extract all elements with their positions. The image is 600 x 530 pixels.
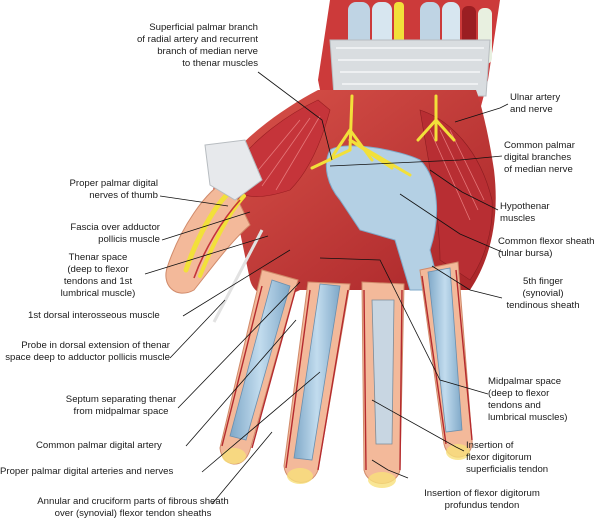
leader-insertion-fdp <box>371 459 409 479</box>
label-midpalmar-space: Midpalmar space (deep to flexor tendons … <box>488 376 568 423</box>
leader-insertion-fds <box>371 399 465 452</box>
label-hypothenar-muscles: Hypothenar muscles <box>500 201 550 224</box>
leader-superficial-palmar-branch <box>257 71 333 161</box>
thumb <box>165 139 264 323</box>
label-septum: Septum separating thenar from midpalmar … <box>65 394 177 417</box>
label-proper-palmar-digital-thumb: Proper palmar digital nerves of thumb <box>69 178 158 201</box>
fingers <box>219 261 473 488</box>
leader-annular-cruciform <box>211 431 273 505</box>
leader-lines <box>144 71 509 505</box>
leader-midpalmar-space <box>319 257 489 395</box>
leader-common-flexor-sheath <box>399 193 503 253</box>
label-common-flexor-sheath: Common flexor sheath (ulnar bursa) <box>498 236 595 259</box>
leader-common-palmar-digital-artery <box>185 319 297 447</box>
leader-proper-palmar-digital-thumb <box>159 195 229 207</box>
leader-ulnar-artery-nerve <box>454 103 509 123</box>
leader-septum <box>177 281 301 409</box>
label-probe-dorsal: Probe in dorsal extension of thenar spac… <box>5 340 170 363</box>
label-ulnar-artery-nerve: Ulnar artery and nerve <box>510 92 561 115</box>
label-thenar-space: Thenar space (deep to flexor tendons and… <box>60 252 136 299</box>
leader-thenar-space <box>144 235 269 275</box>
leader-fascia-adductor <box>161 211 251 241</box>
leader-first-dorsal-interosseous <box>182 249 291 317</box>
leader-probe-dorsal <box>169 299 226 359</box>
label-common-palmar-digital-artery: Common palmar digital artery <box>36 440 162 451</box>
label-insertion-fdp: Insertion of flexor digitorum profundus … <box>424 488 540 511</box>
label-common-palmar-digital-branches: Common palmar digital branches of median… <box>504 140 575 175</box>
leader-proper-palmar-digital-arteries <box>201 371 321 473</box>
label-first-dorsal-interosseous: 1st dorsal interosseous muscle <box>28 310 160 321</box>
label-fifth-finger-sheath: 5th finger (synovial) tendinous sheath <box>506 276 580 311</box>
label-annular-cruciform: Annular and cruciform parts of fibrous s… <box>37 496 229 519</box>
label-proper-palmar-digital-arteries: Proper palmar digital arteries and nerve… <box>0 466 174 477</box>
leader-common-palmar-digital-branches <box>329 155 503 167</box>
label-fascia-adductor: Fascia over adductor pollicis muscle <box>70 222 160 245</box>
label-insertion-fds: Insertion of flexor digitorum superficia… <box>466 440 549 475</box>
palm <box>212 90 496 297</box>
label-superficial-palmar-branch: Superficial palmar branch of radial arte… <box>136 22 258 69</box>
leader-fifth-finger-sheath <box>431 265 503 299</box>
leader-hypothenar-muscles <box>429 169 499 211</box>
